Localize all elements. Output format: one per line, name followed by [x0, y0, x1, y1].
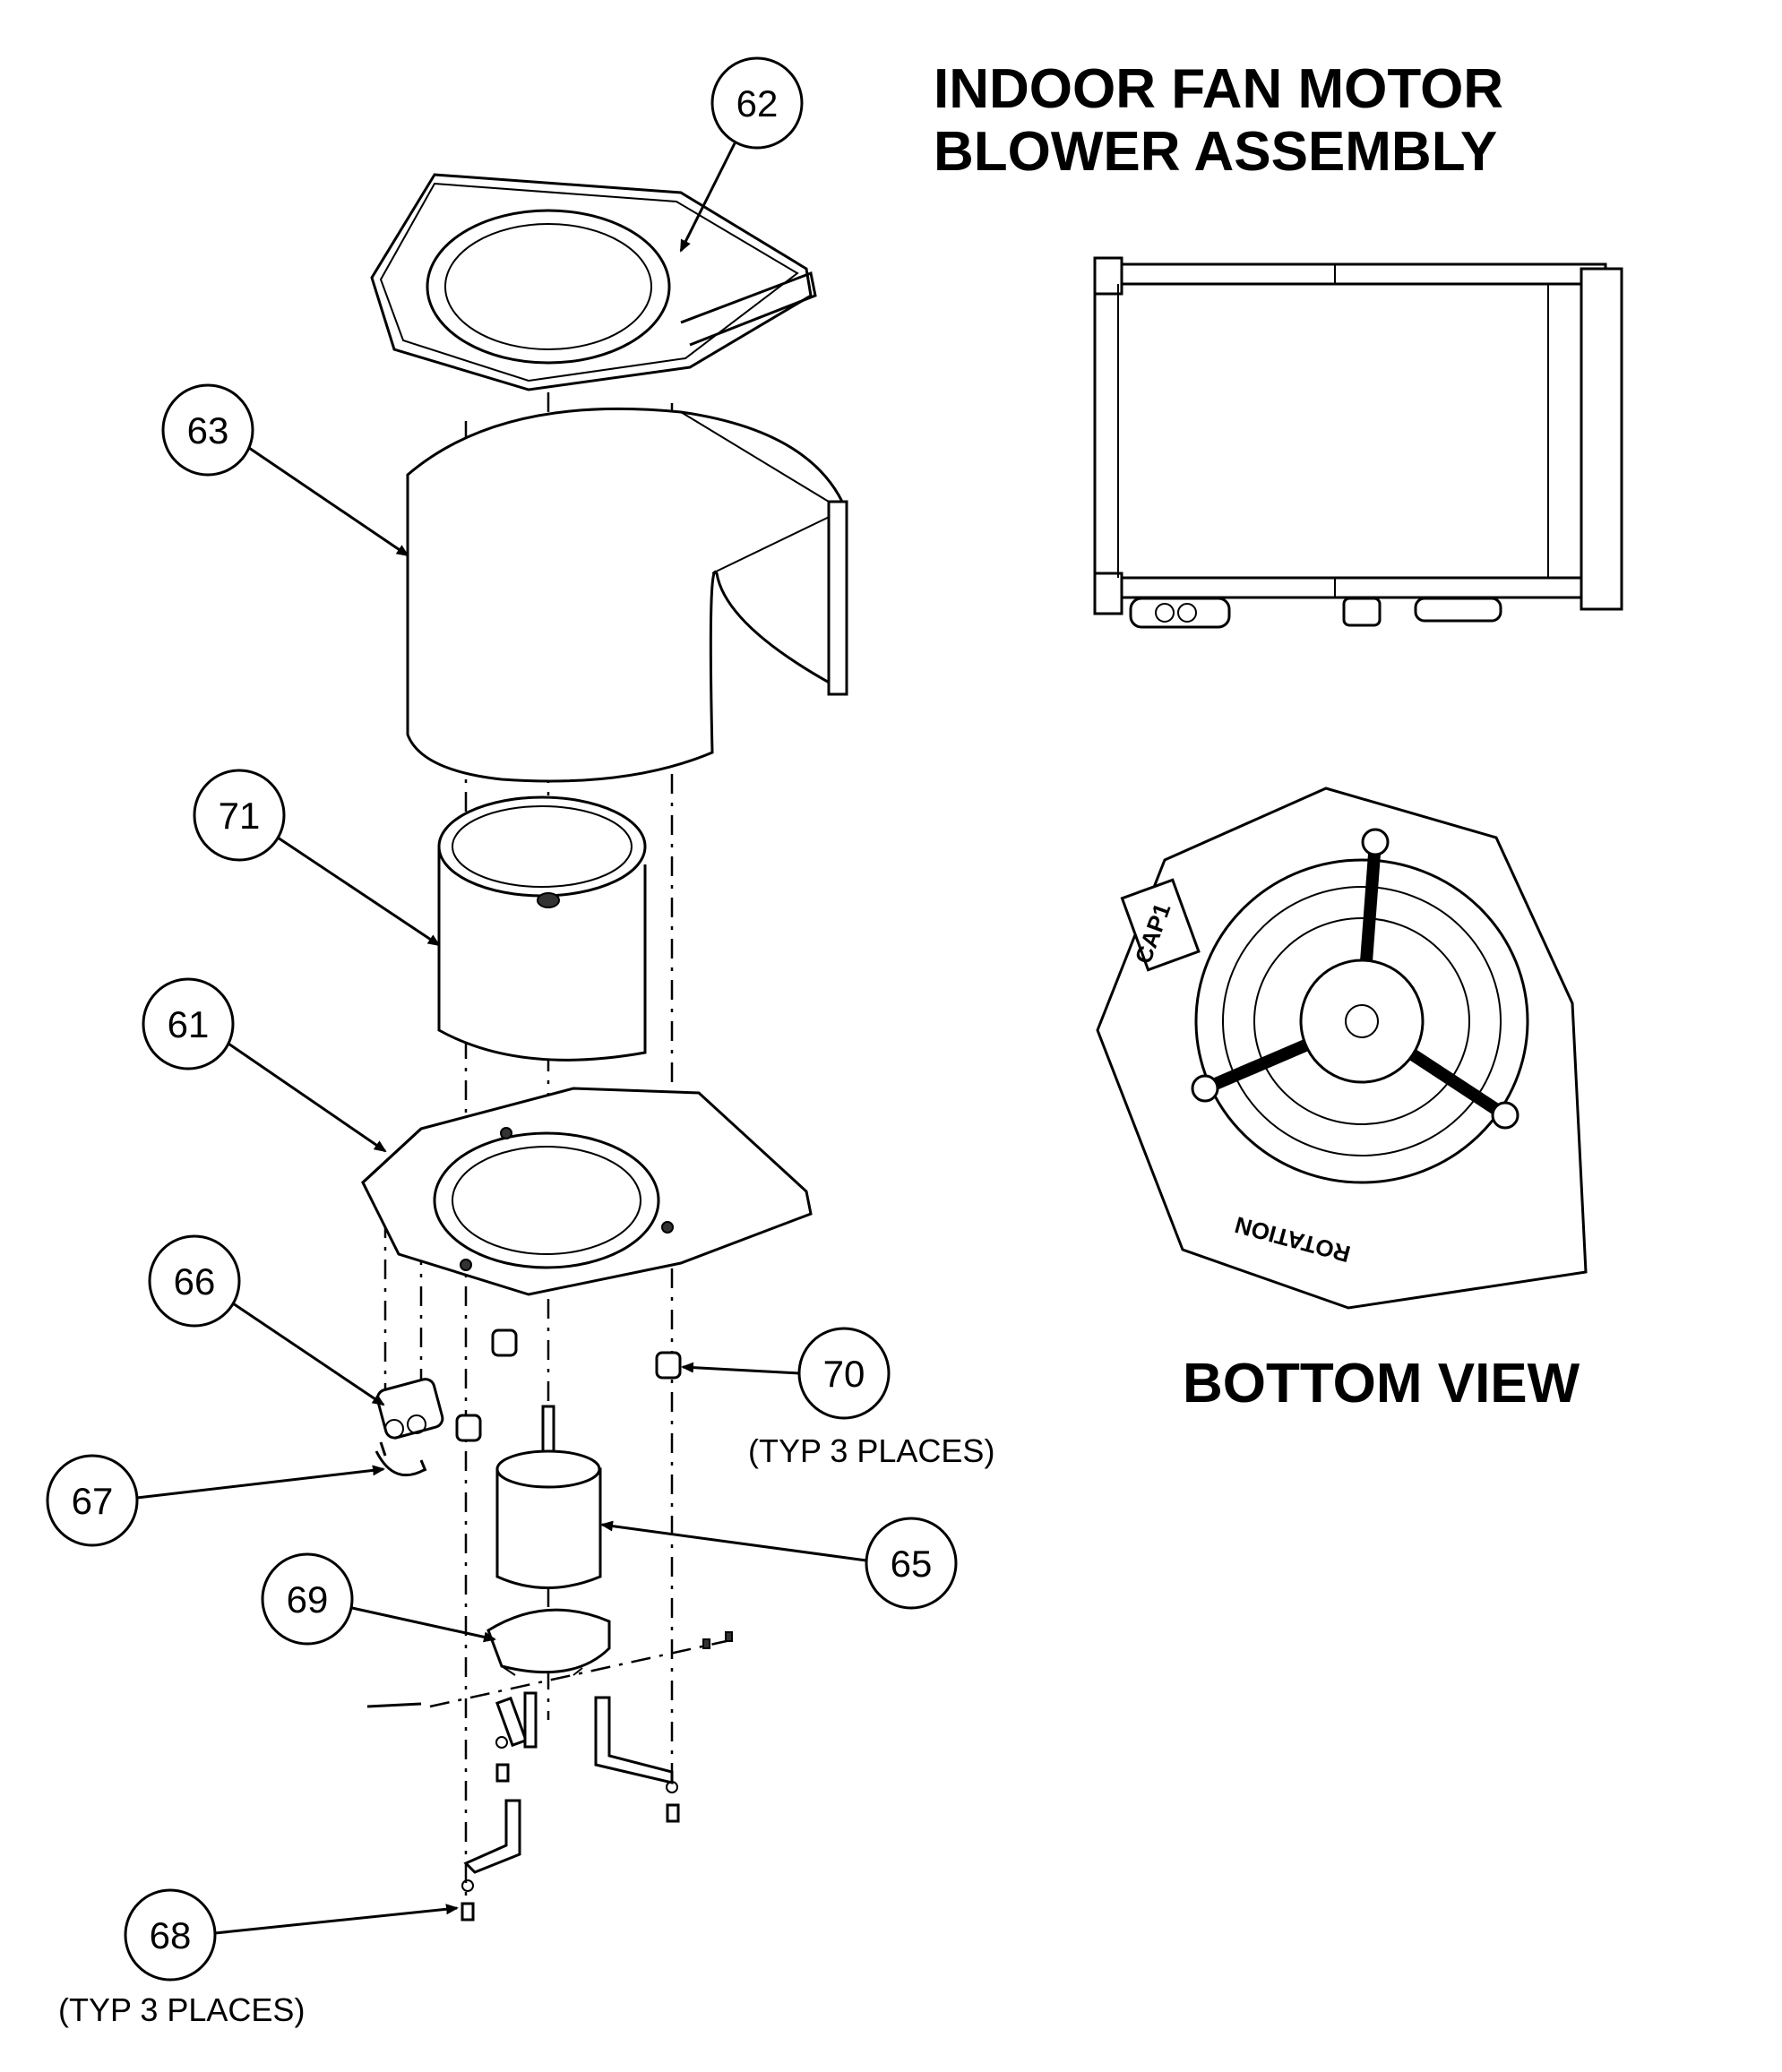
- callout-71: 71: [193, 769, 441, 947]
- title-line-2: BLOWER ASSEMBLY: [934, 121, 1497, 183]
- callout-68-note: (TYP 3 PLACES): [58, 1991, 305, 2028]
- callout-62: 62: [679, 56, 804, 253]
- callout-63-label: 63: [187, 409, 229, 451]
- callout-69: 69: [261, 1552, 496, 1646]
- part-65-motor: [495, 1405, 602, 1589]
- callout-61: 61: [142, 977, 387, 1153]
- callout-66-label: 66: [174, 1260, 216, 1303]
- part-70-mounting-nuts: [455, 1328, 682, 1442]
- diagram-title: INDOOR FAN MOTOR BLOWER ASSEMBLY: [934, 58, 1503, 183]
- callout-65-label: 65: [891, 1543, 933, 1585]
- part-61-bottom-plate: [361, 1087, 813, 1296]
- callout-70: 70 (TYP 3 PLACES): [681, 1327, 994, 1469]
- mounting-hardware: [366, 1631, 733, 1922]
- side-view: [1093, 256, 1623, 629]
- part-68-legs: [463, 1696, 674, 1874]
- callout-62-label: 62: [736, 82, 779, 125]
- callout-61-label: 61: [168, 1003, 210, 1045]
- part-62-top-plate: [370, 173, 817, 391]
- part-69-motor-mount: [486, 1608, 611, 1676]
- callout-69-label: 69: [287, 1578, 329, 1621]
- callout-71-label: 71: [219, 795, 261, 837]
- part-66-capacitor: [375, 1378, 444, 1440]
- callout-63: 63: [161, 383, 409, 557]
- bottom-view: CAP1 ROTATION: [1096, 787, 1588, 1310]
- callout-67-label: 67: [72, 1480, 114, 1522]
- callout-66: 66: [148, 1234, 385, 1406]
- part-71-blower-wheel: [437, 795, 647, 1062]
- callout-67: 67: [46, 1454, 385, 1547]
- title-line-1: INDOOR FAN MOTOR: [934, 58, 1503, 120]
- callout-68: 68 (TYP 3 PLACES): [58, 1888, 459, 2028]
- part-67-capacitor-strap: [374, 1441, 427, 1477]
- callout-65: 65: [600, 1517, 958, 1610]
- bottom-view-label: BOTTOM VIEW: [1183, 1353, 1580, 1414]
- callout-70-note: (TYP 3 PLACES): [748, 1432, 994, 1469]
- callout-70-label: 70: [823, 1353, 865, 1395]
- callout-68-label: 68: [150, 1914, 192, 1956]
- part-63-scroll-housing: [406, 407, 848, 783]
